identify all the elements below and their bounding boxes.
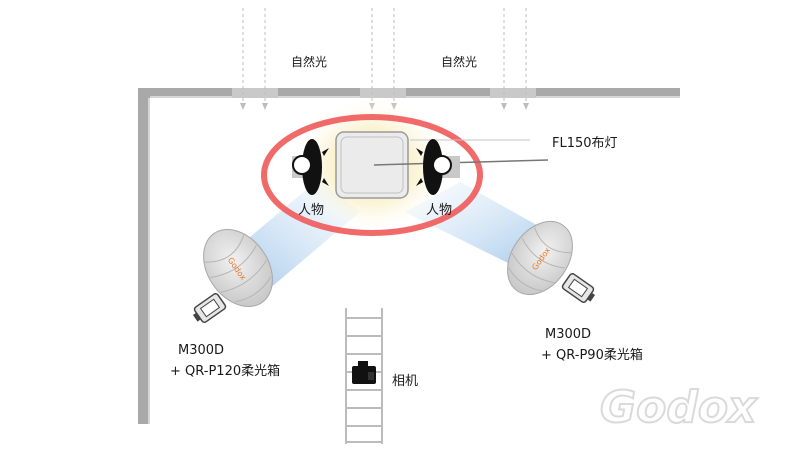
light-right-model-label: M300D xyxy=(545,327,592,342)
fl150-leader-line xyxy=(373,159,549,166)
window-right xyxy=(490,88,536,98)
light-left-modifier-label: + QR-P120柔光箱 xyxy=(170,364,281,379)
person-right xyxy=(416,139,460,195)
person-left xyxy=(292,139,329,195)
light-right-modifier-label: + QR-P90柔光箱 xyxy=(541,348,643,363)
natural-light-label-right: 自然光 xyxy=(441,55,478,69)
natural-light-label-left: 自然光 xyxy=(291,55,328,69)
natural-light-arrows xyxy=(242,8,527,108)
arrow-head xyxy=(501,103,507,110)
person-left-label: 人物 xyxy=(298,203,325,218)
window-center xyxy=(360,88,406,98)
arrow-head xyxy=(523,103,529,110)
softbox-left: Godox xyxy=(192,229,273,323)
fl150-light xyxy=(335,131,549,199)
arrow-head xyxy=(262,103,268,110)
window-left xyxy=(232,88,278,98)
brand-watermark-logo: Godox xyxy=(600,381,759,432)
brand-watermark-text: Godox xyxy=(600,382,758,432)
softbox-right: Godox xyxy=(507,221,596,303)
left-wall xyxy=(138,88,150,424)
camera-label: 相机 xyxy=(392,374,419,389)
subject-ring xyxy=(261,114,483,236)
person-right-label: 人物 xyxy=(426,203,453,218)
arrow-head xyxy=(240,103,246,110)
top-wall xyxy=(138,88,680,98)
camera-icon xyxy=(352,361,376,384)
fl150-label: FL150布灯 xyxy=(552,136,618,151)
light-left-model-label: M300D xyxy=(178,343,225,358)
room-walls xyxy=(138,88,680,424)
